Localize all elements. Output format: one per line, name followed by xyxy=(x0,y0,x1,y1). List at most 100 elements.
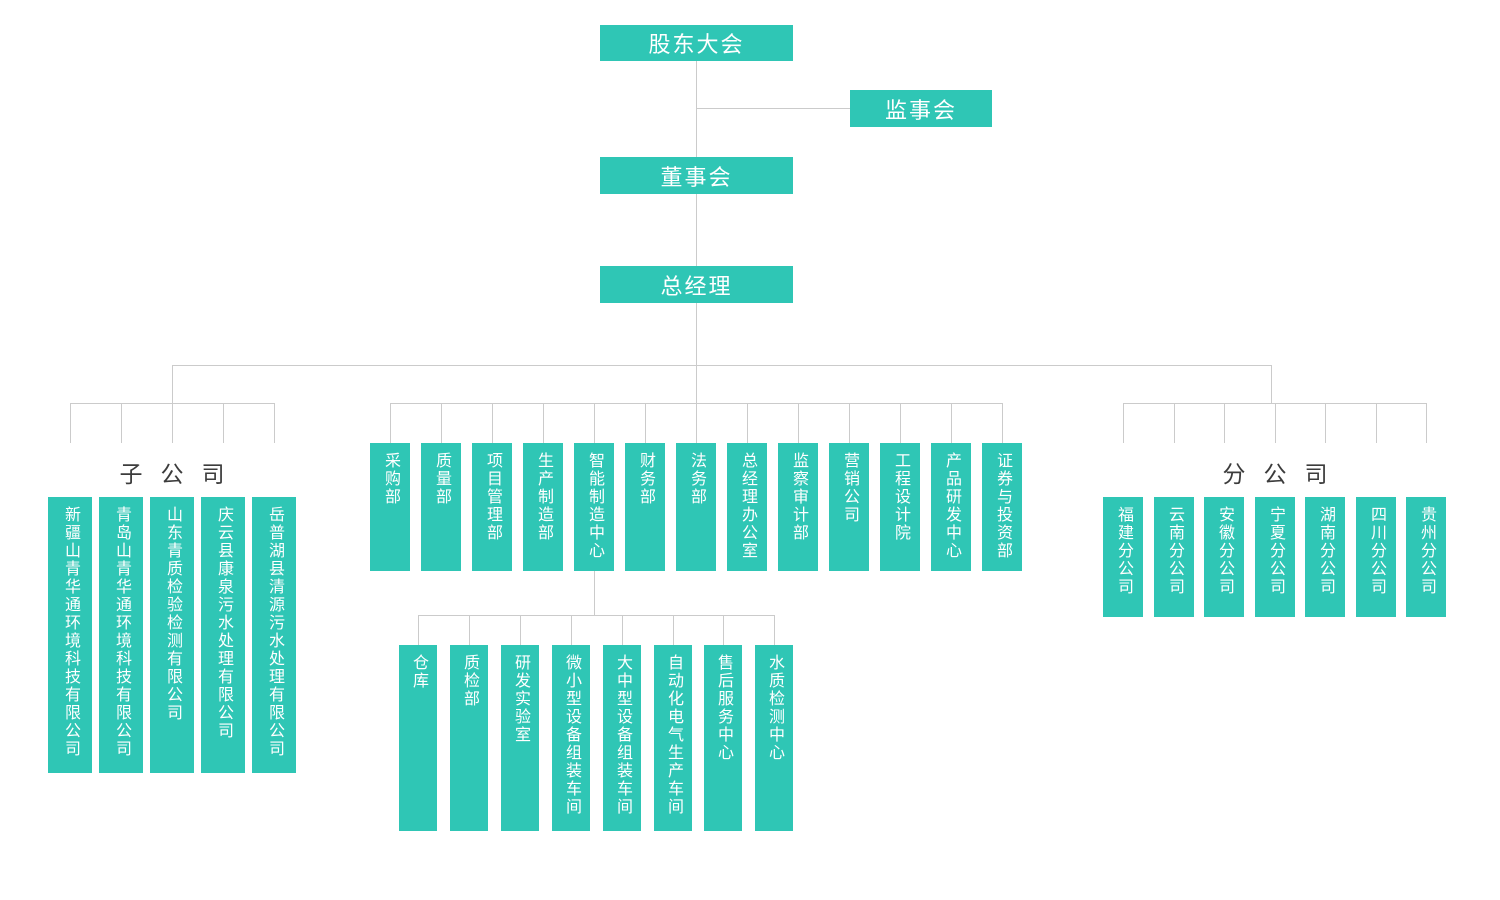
workshop-box: 质检部 xyxy=(450,645,488,831)
workshop-label: 仓库 xyxy=(410,654,427,690)
connector-line xyxy=(798,403,799,443)
department-label: 营销公司 xyxy=(841,452,858,524)
workshop-label: 微小型设备组装车间 xyxy=(563,654,580,816)
department-box: 生产制造部 xyxy=(523,443,563,571)
connector-line xyxy=(696,403,697,443)
workshop-box: 售后服务中心 xyxy=(704,645,742,831)
connector-line xyxy=(1002,403,1003,443)
department-label: 法务部 xyxy=(688,452,705,506)
connector-line xyxy=(1224,403,1225,443)
department-box: 智能制造中心 xyxy=(574,443,614,571)
department-box: 营销公司 xyxy=(829,443,869,571)
department-label: 证券与投资部 xyxy=(994,452,1011,560)
connector-line xyxy=(441,403,442,443)
department-box: 监察审计部 xyxy=(778,443,818,571)
connector-line xyxy=(172,365,173,403)
subsidiary-label: 新疆山青华通环境科技有限公司 xyxy=(62,506,79,758)
connector-line xyxy=(1271,365,1272,403)
department-box: 质量部 xyxy=(421,443,461,571)
node-shareholders-meeting: 股东大会 xyxy=(600,25,793,61)
department-box: 法务部 xyxy=(676,443,716,571)
connector-line xyxy=(900,403,901,443)
subsidiary-label: 青岛山青华通环境科技有限公司 xyxy=(113,506,130,758)
connector-line xyxy=(1426,403,1427,443)
workshop-label: 自动化电气生产车间 xyxy=(665,654,682,816)
workshop-label: 研发实验室 xyxy=(512,654,529,744)
branch-box: 云南分公司 xyxy=(1154,497,1194,617)
department-label: 生产制造部 xyxy=(535,452,552,542)
connector-line xyxy=(571,615,572,645)
connector-line xyxy=(696,303,697,403)
branch-box: 福建分公司 xyxy=(1103,497,1143,617)
department-label: 总经理办公室 xyxy=(739,452,756,560)
workshop-box: 大中型设备组装车间 xyxy=(603,645,641,831)
connector-line xyxy=(1174,403,1175,443)
connector-line xyxy=(1325,403,1326,443)
workshop-box: 微小型设备组装车间 xyxy=(552,645,590,831)
connector-line xyxy=(594,571,595,615)
connector-line xyxy=(390,403,391,443)
connector-line xyxy=(723,615,724,645)
connector-line xyxy=(520,615,521,645)
workshop-box: 自动化电气生产车间 xyxy=(654,645,692,831)
branch-box: 安徽分公司 xyxy=(1204,497,1244,617)
workshop-label: 大中型设备组装车间 xyxy=(614,654,631,816)
branch-label: 安徽分公司 xyxy=(1216,506,1233,596)
connector-line xyxy=(696,194,697,266)
connector-line xyxy=(418,615,419,645)
department-box: 项目管理部 xyxy=(472,443,512,571)
subsidiary-box: 山东青质检验检测有限公司 xyxy=(150,497,194,773)
node-supervisory-board: 监事会 xyxy=(850,90,992,127)
connector-line xyxy=(774,615,775,645)
connector-line xyxy=(1123,403,1124,443)
branch-box: 湖南分公司 xyxy=(1305,497,1345,617)
connector-line xyxy=(121,403,122,443)
department-label: 工程设计院 xyxy=(892,452,909,542)
workshop-label: 水质检测中心 xyxy=(766,654,783,762)
connector-line xyxy=(469,615,470,645)
connector-line xyxy=(673,615,674,645)
subsidiaries-label: 子公司 xyxy=(119,461,243,487)
connector-line xyxy=(951,403,952,443)
department-label: 财务部 xyxy=(637,452,654,506)
connector-line xyxy=(697,108,850,109)
branch-label: 宁夏分公司 xyxy=(1267,506,1284,596)
department-label: 质量部 xyxy=(433,452,450,506)
connector-line xyxy=(747,403,748,443)
workshop-box: 水质检测中心 xyxy=(755,645,793,831)
connector-line xyxy=(172,403,173,443)
connector-line xyxy=(172,365,1271,366)
connector-line xyxy=(274,403,275,443)
branch-box: 贵州分公司 xyxy=(1406,497,1446,617)
branch-box: 四川分公司 xyxy=(1356,497,1396,617)
connector-line xyxy=(543,403,544,443)
connector-line xyxy=(70,403,71,443)
subsidiary-label: 庆云县康泉污水处理有限公司 xyxy=(215,506,232,740)
subsidiary-label: 岳普湖县清源污水处理有限公司 xyxy=(266,506,283,758)
connector-line xyxy=(223,403,224,443)
subsidiary-label: 山东青质检验检测有限公司 xyxy=(164,506,181,722)
department-box: 工程设计院 xyxy=(880,443,920,571)
workshop-box: 研发实验室 xyxy=(501,645,539,831)
connector-line xyxy=(1123,403,1426,404)
branches-label: 分公司 xyxy=(1222,461,1346,487)
branch-label: 福建分公司 xyxy=(1115,506,1132,596)
subsidiary-box: 青岛山青华通环境科技有限公司 xyxy=(99,497,143,773)
connector-line xyxy=(1275,403,1276,443)
branch-label: 云南分公司 xyxy=(1166,506,1183,596)
workshop-label: 售后服务中心 xyxy=(715,654,732,762)
connector-line xyxy=(645,403,646,443)
branch-label: 贵州分公司 xyxy=(1418,506,1435,596)
department-label: 产品研发中心 xyxy=(943,452,960,560)
branch-label: 四川分公司 xyxy=(1368,506,1385,596)
connector-line xyxy=(849,403,850,443)
department-box: 采购部 xyxy=(370,443,410,571)
connector-line xyxy=(594,403,595,443)
branch-label: 湖南分公司 xyxy=(1317,506,1334,596)
department-box: 证券与投资部 xyxy=(982,443,1022,571)
workshop-label: 质检部 xyxy=(461,654,478,708)
department-label: 项目管理部 xyxy=(484,452,501,542)
branch-box: 宁夏分公司 xyxy=(1255,497,1295,617)
department-label: 监察审计部 xyxy=(790,452,807,542)
